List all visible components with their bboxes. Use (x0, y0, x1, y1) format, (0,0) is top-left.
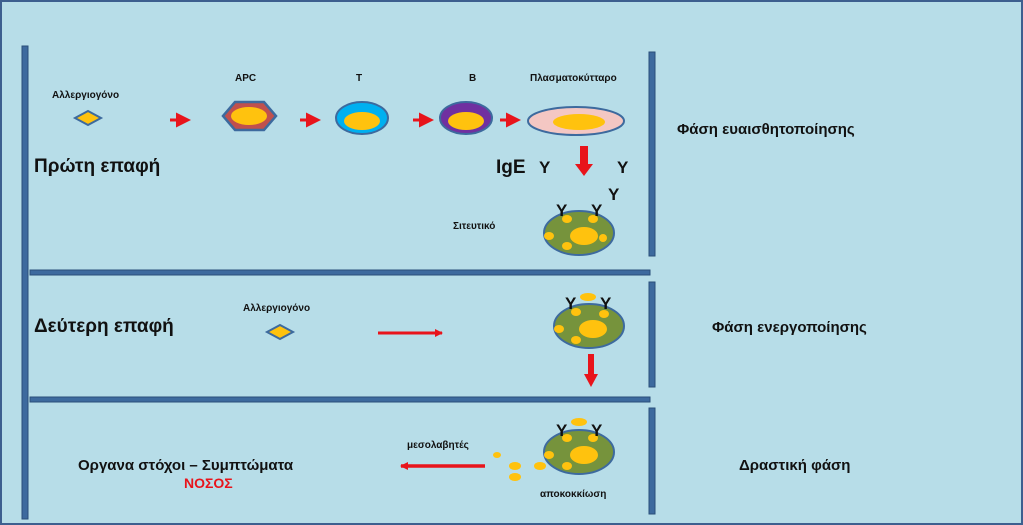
disease-label: ΝΟΣΟΣ (184, 475, 233, 491)
right-bar-middle (648, 281, 656, 388)
plasma-cell (527, 106, 625, 136)
arrow-activation-down (584, 354, 598, 387)
divider-bottom (29, 396, 651, 403)
mediators-label: μεσολαβητές (407, 440, 469, 451)
second-contact-title: Δεύτερη επαφή (34, 316, 174, 337)
mast-cell-3 (543, 418, 615, 475)
divider-top (29, 269, 651, 276)
t-cell (335, 101, 389, 135)
arrow-plasma-down (575, 146, 593, 176)
allergen-diamond-1 (72, 109, 104, 127)
right-bar-bottom (648, 407, 656, 515)
ige-label: IgE (496, 157, 526, 178)
allergen-label-1: Αλλεργιογόνο (52, 90, 120, 101)
mast-cell-label: Σιτευτικό (453, 221, 496, 232)
ige-antibody-1: Y (539, 158, 551, 177)
right-bar-top (648, 51, 656, 257)
ige-bound-2: Y (591, 201, 603, 220)
allergen-label-2: Αλλεργιογόνο (243, 303, 311, 314)
b-cell (439, 101, 493, 135)
allergen-diamond-2 (264, 323, 296, 341)
mast-cell-2 (553, 293, 625, 349)
ige-degranulation-1: Y (556, 421, 568, 440)
t-cell-label: T (356, 73, 363, 84)
mast-cell-1 (543, 210, 615, 256)
ige-antibody-2: Y (617, 158, 629, 177)
activation-phase-label: Φάση ενεργοποίησης (712, 319, 867, 336)
ige-bound-1: Y (556, 201, 568, 220)
left-vertical-bar (21, 45, 29, 520)
apc-label: APC (235, 73, 257, 84)
b-cell-label: B (469, 73, 477, 84)
ige-crosslink-2: Y (600, 294, 612, 313)
ige-antibody-3: Y (608, 185, 620, 204)
sensitization-phase-label: Φάση ευαισθητοποίησης (677, 121, 855, 138)
ige-crosslink-1: Y (565, 294, 577, 313)
target-organs-label: Οργανα στόχοι – Συμπτώματα (78, 457, 294, 474)
degranulation-label: αποκοκκίωση (540, 489, 607, 500)
released-mediator-granules (493, 452, 546, 481)
apc-cell (221, 100, 278, 132)
effector-phase-label: Δραστική φάση (739, 457, 851, 474)
plasma-cell-label: Πλασματοκύτταρο (530, 73, 617, 84)
ige-degranulation-2: Y (591, 421, 603, 440)
first-contact-title: Πρώτη επαφή (34, 156, 161, 177)
